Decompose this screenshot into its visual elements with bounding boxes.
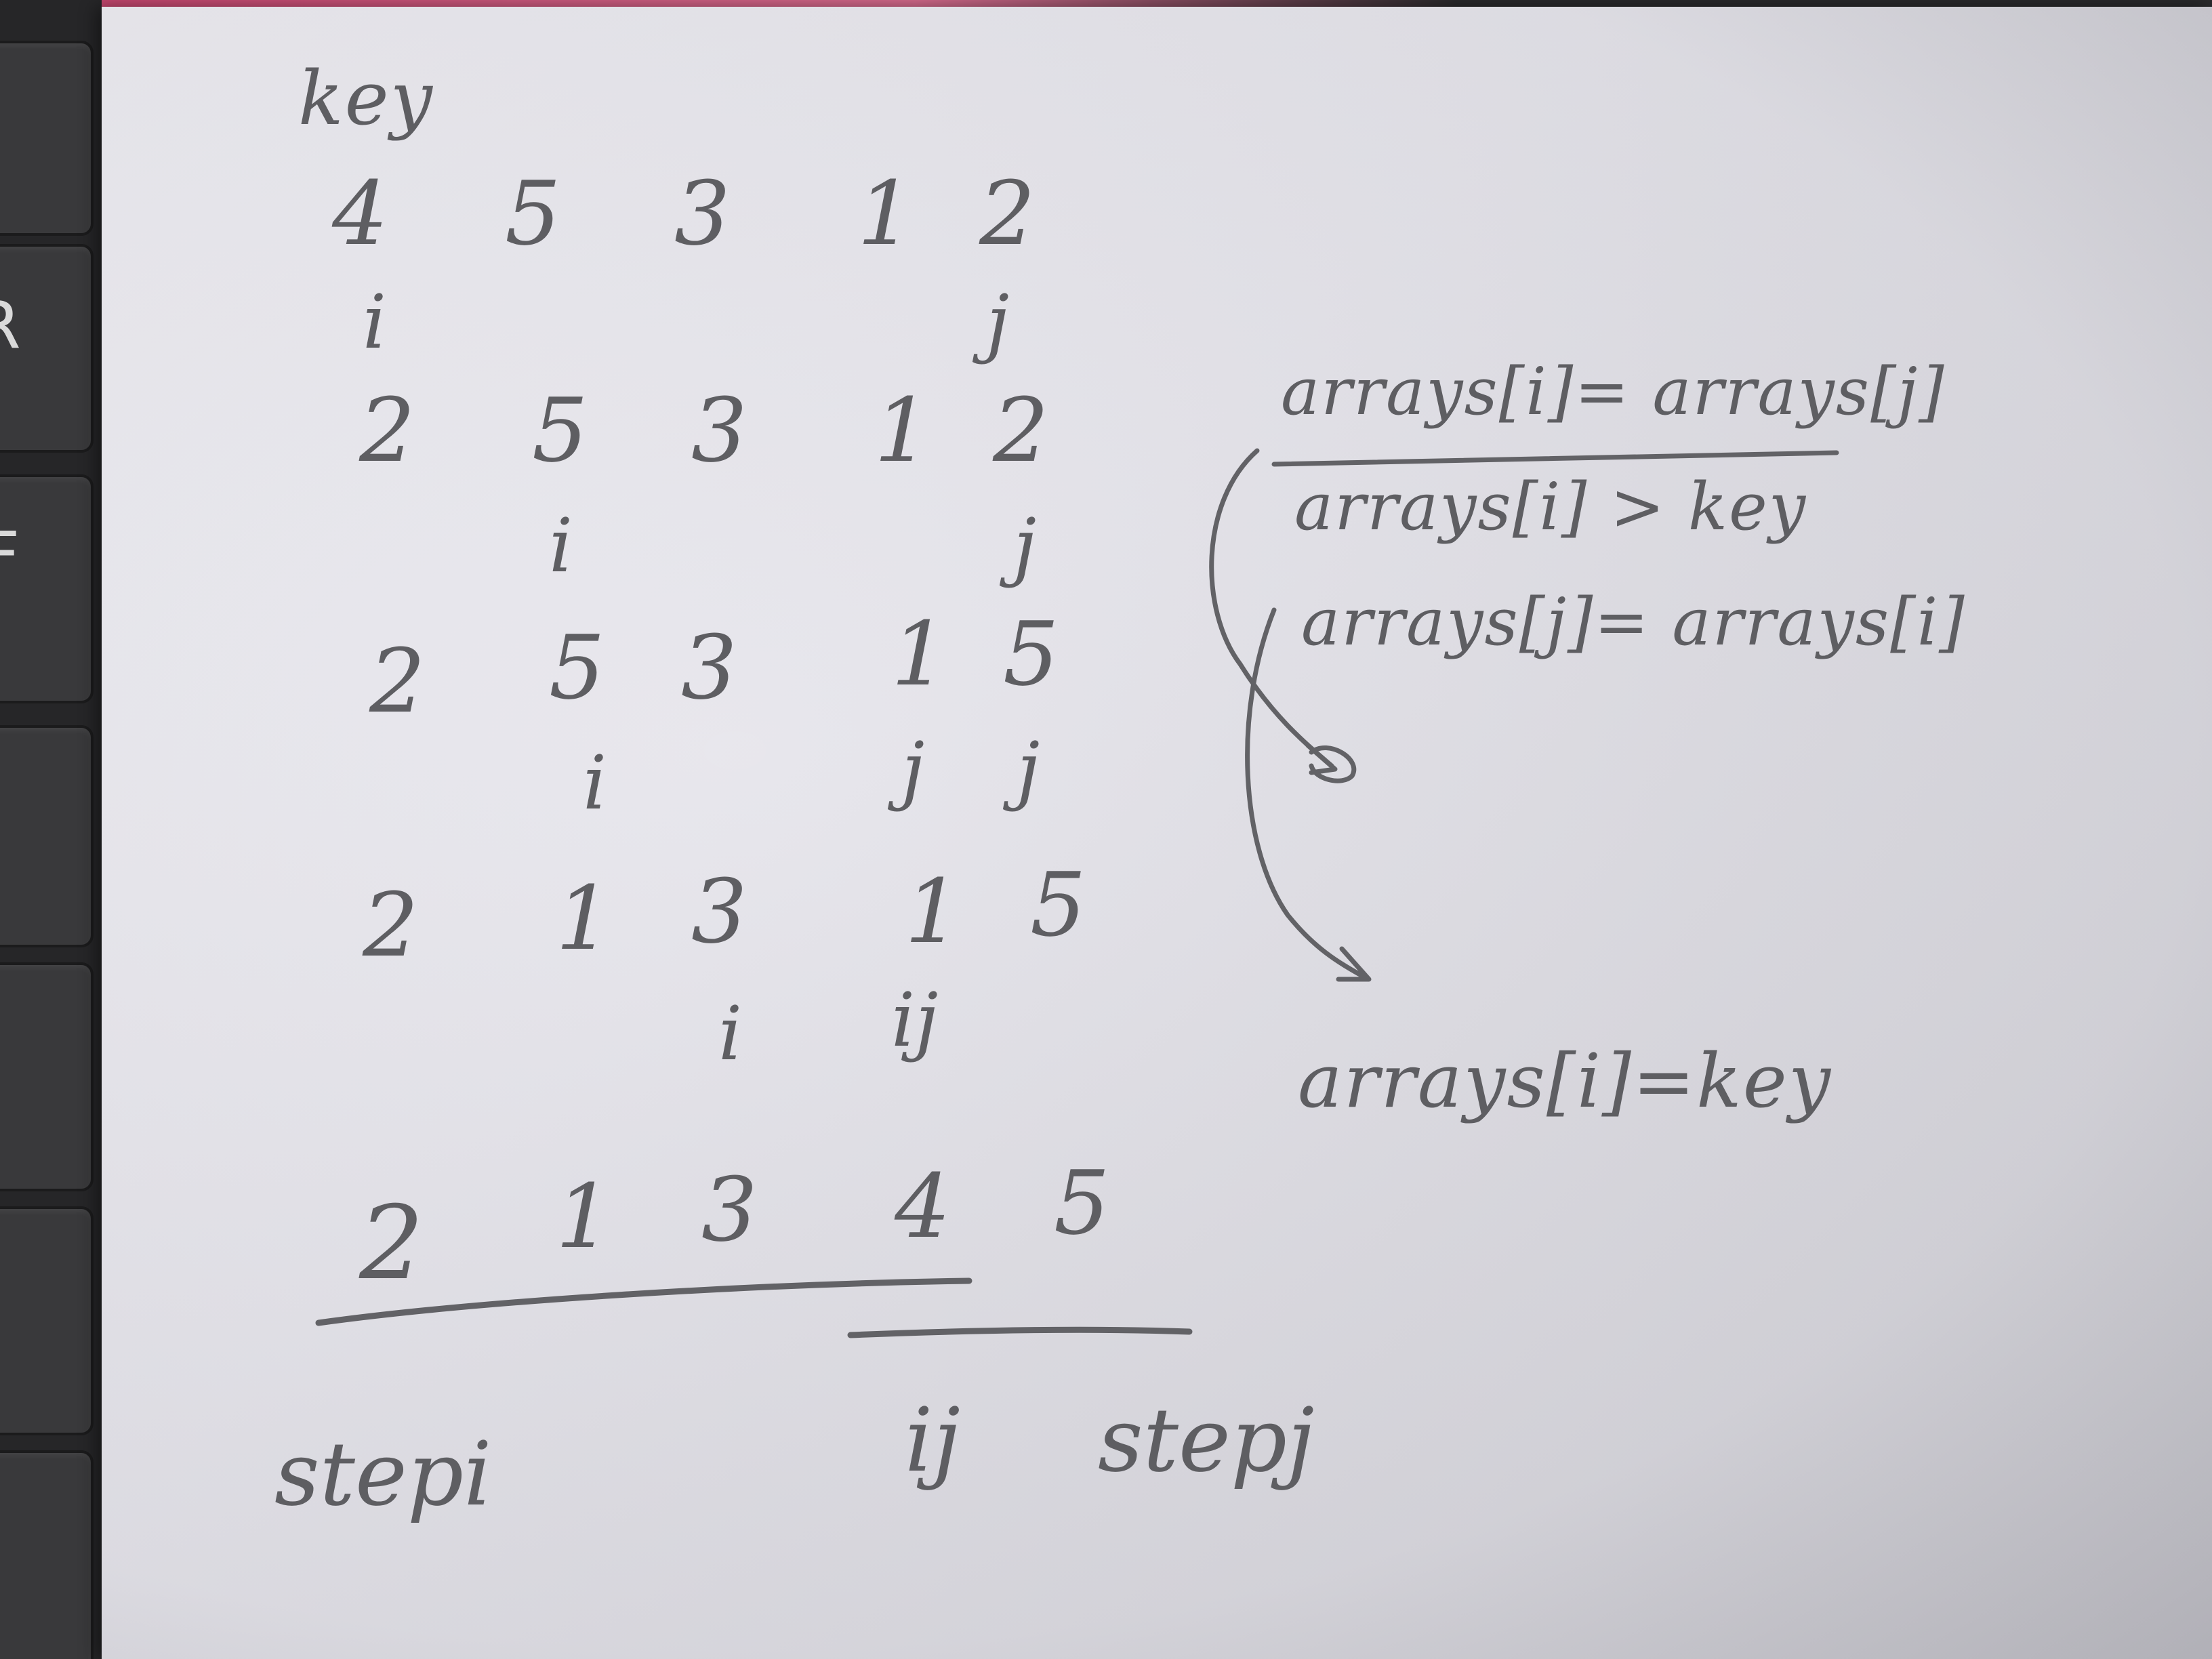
pointer-i: i [583, 739, 607, 826]
array-cell: 2 [359, 379, 415, 482]
array-cell: 2 [363, 874, 419, 977]
array-cell: 5 [532, 379, 588, 482]
note-assign-i-from-j: arrays[i]= arrays[j] [1281, 354, 1946, 430]
pointer-i: i [549, 502, 573, 589]
array-cell: 2 [369, 630, 426, 733]
pointer-ij: ij [891, 977, 939, 1063]
pointer-i: i [718, 990, 743, 1077]
array-cell: 5 [505, 162, 561, 265]
array-cell: 3 [681, 616, 737, 719]
pointer-j: j [986, 279, 1010, 365]
bracket-arrow-1 [1209, 448, 1334, 769]
key-label: key [298, 55, 434, 142]
keyboard-key [0, 725, 94, 947]
footer-step-i: stepi [274, 1422, 492, 1525]
arrow-loop [1309, 745, 1357, 783]
array-cell: 1 [874, 379, 930, 482]
array-cell: 5 [1054, 1151, 1110, 1254]
array-cell: 5 [1003, 602, 1059, 705]
keyboard-key [0, 1206, 94, 1435]
array-cell: 4 [332, 162, 388, 265]
keyboard-key-letter: F [0, 518, 20, 594]
array-cell: 1 [905, 860, 961, 963]
array-cell: 5 [549, 616, 605, 719]
array-cell: 2 [359, 1185, 424, 1303]
keyboard-key [0, 962, 94, 1191]
array-cell: 3 [701, 1158, 758, 1261]
keyboard-key [0, 41, 94, 236]
array-cell: 1 [556, 867, 612, 970]
pointer-j: j [1017, 726, 1040, 813]
underline-step-j [847, 1326, 1193, 1338]
array-cell: 3 [674, 162, 731, 265]
underline-step-i [315, 1277, 972, 1326]
array-cell: 1 [857, 162, 914, 265]
pointer-j: j [901, 726, 925, 813]
array-cell: 2 [979, 162, 1036, 265]
pointer-j: j [1013, 502, 1037, 589]
keyboard-key [0, 1450, 94, 1659]
footer-step-j: stepj [1098, 1389, 1315, 1492]
paper-sheet [102, 7, 2212, 1659]
bracket-arrow-2 [1245, 607, 1365, 979]
keyboard-key-f: F [0, 474, 94, 703]
array-cell: 3 [691, 379, 747, 482]
array-cell: 1 [556, 1165, 612, 1268]
pointer-i: i [363, 279, 387, 365]
note-condition: arrays[i] > key [1294, 469, 1807, 545]
array-cell: 5 [1030, 853, 1086, 956]
keyboard-key-r: R [0, 244, 94, 453]
arrow-head [1305, 743, 1338, 775]
array-cell: 3 [691, 860, 747, 963]
note-assign-j-from-i: arrays[j]= arrays[i] [1301, 584, 1966, 660]
arrow-head [1336, 946, 1372, 982]
array-cell: 1 [891, 602, 947, 705]
footer-ij: ij [905, 1389, 960, 1492]
array-cell: 2 [993, 379, 1049, 482]
note-assign-key: arrays[i]=key [1298, 1038, 1832, 1124]
array-cell: 4 [895, 1155, 951, 1258]
note-divider-line [1271, 450, 1839, 467]
keyboard-key-letter: R [0, 287, 21, 363]
